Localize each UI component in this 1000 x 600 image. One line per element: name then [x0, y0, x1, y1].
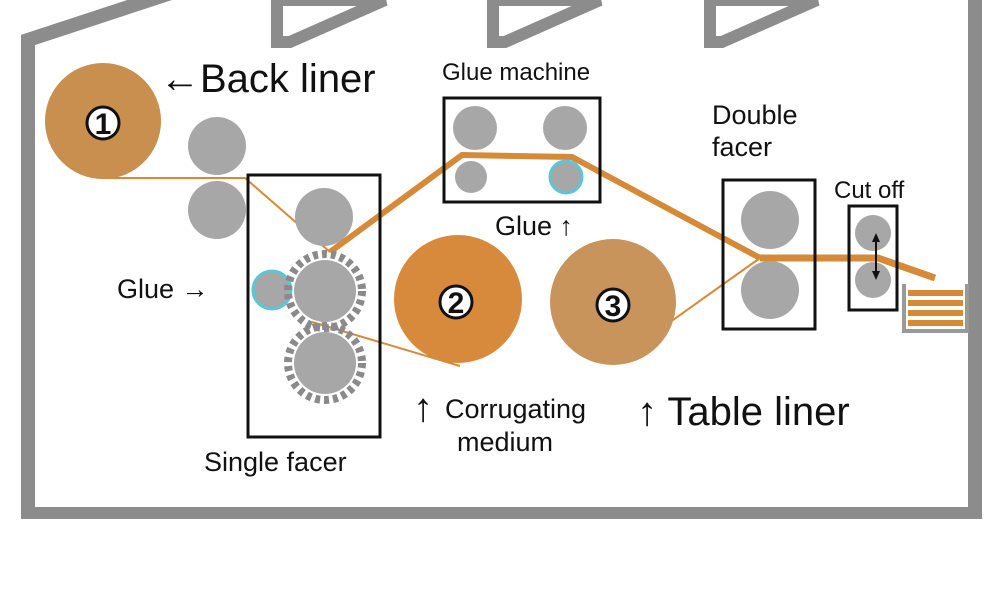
glue-machine-roller-top-left — [453, 106, 497, 150]
glue-left-label: Glue → — [117, 274, 209, 304]
back-liner-label: ←Back liner — [160, 57, 376, 101]
double-facer-label-line2: facer — [712, 132, 772, 162]
board-web — [760, 254, 937, 282]
single-facer — [246, 173, 382, 439]
board-2 — [908, 300, 963, 306]
cut-arrow-icon — [872, 233, 880, 280]
corrugating-label-line1: Corrugating — [445, 394, 586, 424]
roll-3-badge — [595, 287, 631, 323]
cut-off-label: Cut off — [834, 177, 905, 204]
single-facer-frame — [246, 173, 382, 439]
double-facer-roller-bottom — [741, 261, 799, 319]
board-3 — [908, 310, 963, 316]
stacked-boards-icon — [902, 284, 969, 333]
cut-off-roller-bottom — [855, 262, 891, 298]
roof-sawtooth-3 — [704, 0, 820, 48]
single-face-web — [328, 151, 762, 261]
cut-off — [847, 204, 899, 312]
double-facer-label-line1: Double — [712, 100, 798, 130]
roll-2-badge — [438, 284, 474, 320]
corrugating-arrow: ↑ — [413, 386, 433, 430]
glue-machine — [442, 96, 602, 204]
glue-machine-roller-top-right — [543, 106, 587, 150]
double-facer-frame — [721, 178, 817, 331]
cut-off-roller-top — [855, 215, 891, 251]
corrugating-roller-bottom — [294, 332, 356, 394]
gear-roller-icon — [284, 322, 366, 404]
roll-3-number: 3 — [605, 290, 622, 323]
roll-1-badge — [85, 105, 121, 141]
board-1 — [908, 290, 963, 296]
double-facer — [721, 178, 817, 331]
stack-tray — [902, 284, 969, 333]
glue-machine-roller-bottom-right — [548, 159, 584, 195]
board-4 — [908, 320, 963, 326]
preheat-roller-top — [188, 117, 246, 175]
roof-sawtooth-1 — [271, 0, 388, 48]
paper-paths — [104, 151, 937, 367]
preheat-roller-bottom — [188, 181, 246, 239]
roll-1-number: 1 — [95, 108, 112, 141]
corrugating-label-line2: medium — [457, 427, 553, 457]
corrugating-roller-top — [294, 260, 356, 322]
factory-building — [21, 0, 982, 519]
roll-2-number: 2 — [448, 287, 465, 320]
glue-machine-roller-bottom-left — [455, 161, 487, 193]
roof-sawtooth-2 — [487, 0, 603, 48]
cut-off-frame — [847, 204, 899, 312]
factory-roof-icon — [21, 0, 173, 518]
roll-back-liner: 1 — [45, 63, 161, 179]
roll-corrugating-medium: 2 — [394, 235, 522, 363]
glue-machine-frame — [442, 96, 602, 204]
single-facer-label: Single facer — [204, 447, 347, 477]
glue-right-label: Glue ↑ — [495, 211, 573, 241]
gear-roller-icon — [284, 250, 366, 332]
press-roller — [295, 188, 353, 246]
glue-machine-label: Glue machine — [442, 59, 590, 86]
roll-table-liner: 3 — [550, 239, 676, 365]
double-facer-roller-top — [741, 191, 799, 249]
corrugating-roller-bottom-teeth — [284, 322, 366, 404]
table-liner-label: ↑ Table liner — [637, 390, 850, 434]
